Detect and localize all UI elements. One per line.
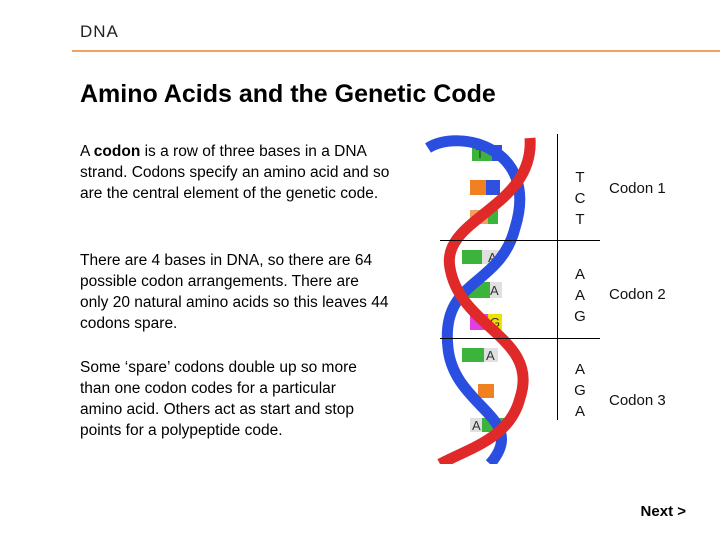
codon-base: G: [574, 308, 586, 325]
codon-3-label: Codon 3: [609, 392, 666, 409]
codon-2-bases: A A G: [560, 264, 600, 327]
helix-base-label: A: [490, 283, 499, 298]
codon-1-bases: T C T: [560, 167, 600, 230]
codon-term: codon: [93, 143, 141, 160]
p1-prefix: A: [80, 143, 94, 160]
codon-base: G: [574, 382, 586, 399]
dna-strand-blue: [425, 135, 526, 464]
helix-base-label: G: [490, 315, 500, 330]
codon-base: A: [574, 403, 585, 420]
codon-base: A: [574, 287, 585, 304]
helix-base-label: A: [472, 418, 481, 433]
helix-base-label: A: [488, 250, 497, 265]
table-divider-row2: [440, 338, 600, 339]
next-button[interactable]: Next >: [640, 503, 686, 520]
section-label: DNA: [80, 22, 119, 41]
paragraph-codon-definition: A codon is a row of three bases in a DNA…: [80, 141, 400, 204]
codon-1-label: Codon 1: [609, 180, 666, 197]
paragraph-spare-codons: Some ‘spare’ codons double up so more th…: [80, 359, 357, 439]
base-pair-8: [478, 384, 494, 398]
codon-base: T: [575, 169, 585, 186]
codon-3-bases: A G A: [560, 359, 600, 422]
helix-base-label: T: [476, 146, 484, 161]
codon-base: T: [575, 211, 585, 228]
p1-rest: is a row of three bases in a DNA strand.…: [80, 143, 390, 202]
table-divider-vertical: [557, 134, 558, 420]
base-pair-7: A: [462, 348, 498, 363]
paragraph-codon-count: There are 4 bases in DNA, so there are 6…: [80, 252, 389, 332]
header-divider: [72, 50, 720, 52]
codon-base: A: [574, 361, 585, 378]
codon-2-label: Codon 2: [609, 286, 666, 303]
dna-strand-red: [437, 137, 536, 464]
helix-base-label: A: [486, 348, 495, 363]
dna-helix-diagram: T A A G A A: [425, 135, 536, 464]
codon-base: A: [574, 266, 585, 283]
base-pair-2: [470, 180, 500, 195]
page-title: Amino Acids and the Genetic Code: [80, 80, 496, 108]
table-divider-row1: [440, 240, 600, 241]
codon-base: C: [574, 190, 586, 207]
